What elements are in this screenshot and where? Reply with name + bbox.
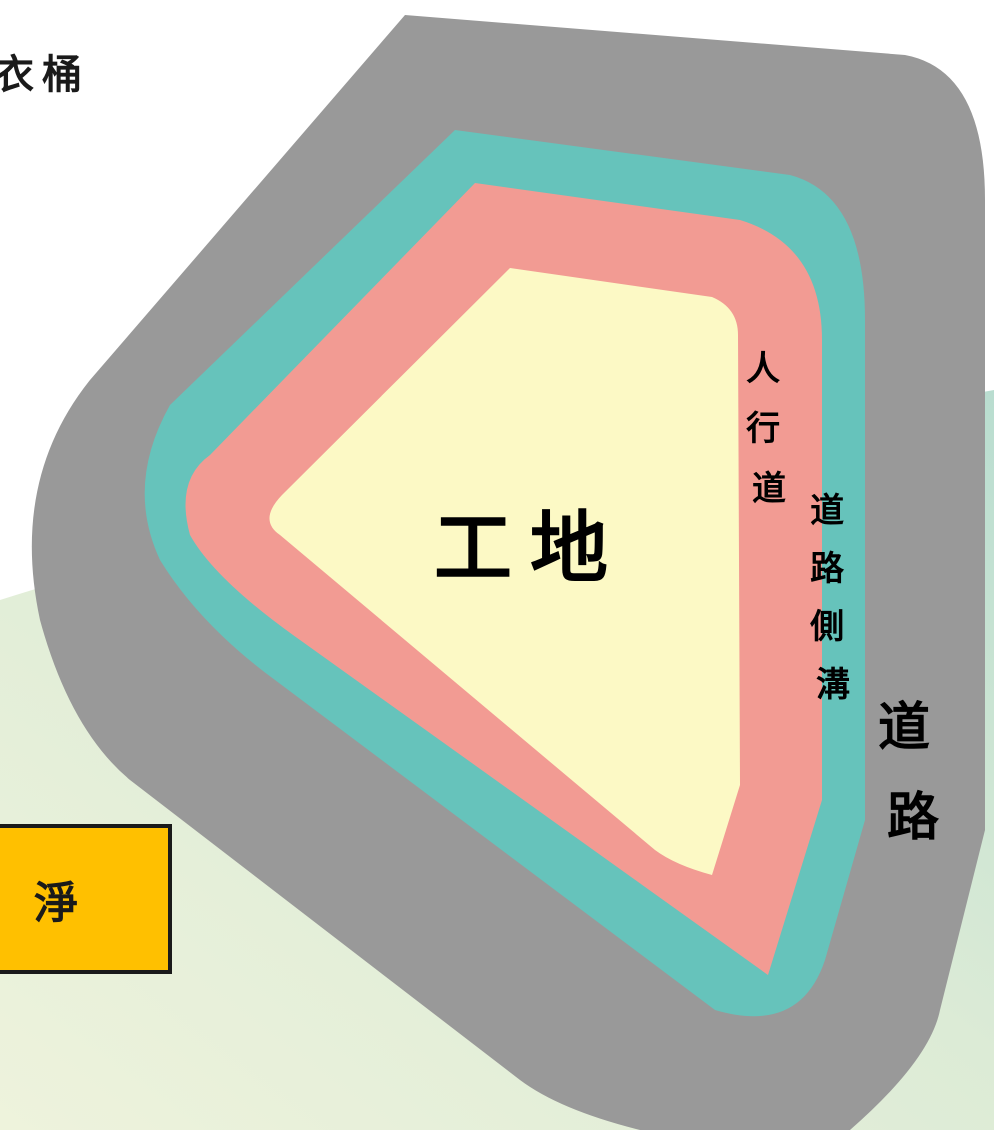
callout-text: 淨 [34,878,78,929]
callout-box: 淨 [0,824,172,974]
gutter-label: 道 路 側 溝 [809,491,856,705]
road-label: 道 路 [878,698,948,848]
sidewalk-label: 人 行 道 [746,349,792,509]
title-fragment: 衣桶 [0,52,90,98]
construction-site-area [269,268,740,875]
site-label: 工地 [434,504,626,594]
